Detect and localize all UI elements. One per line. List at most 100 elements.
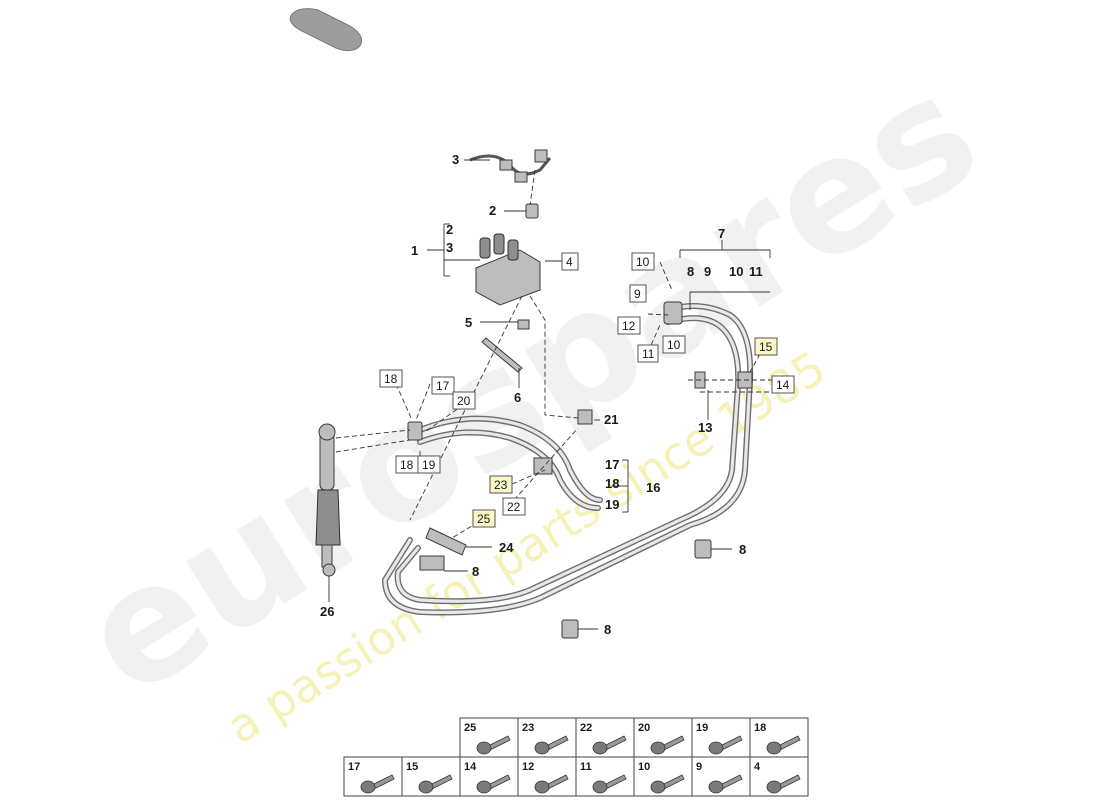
callout-11: 11 [749,264,763,279]
legend-number: 9 [696,761,702,773]
legend-cell-23: 23 [517,717,577,758]
callout-box-4 [561,252,579,271]
bolt-icon [418,774,453,794]
callout-25: 25 [477,512,491,526]
callout-17: 17 [436,379,450,393]
callout-3: 3 [452,152,459,167]
callout-19: 19 [605,497,619,512]
callout-box-11 [637,344,659,363]
legend-number: 4 [754,761,761,773]
legend-number: 17 [348,761,360,773]
callout-3: 3 [446,240,453,255]
callout-labels: 3 2 2 3 1 4 5 6 7 8 9 10 11 10 9 12 11 1… [320,152,795,637]
legend-number: 25 [464,722,476,734]
bolt-icon [650,735,685,755]
callout-1: 1 [411,243,418,258]
callout-box-18 [379,369,403,388]
watermark-brand: eurospares [51,38,1008,733]
legend-number: 11 [580,761,592,773]
callout-6: 6 [514,390,521,405]
bracket-part [517,319,530,330]
legend-cell-17: 17 [343,756,403,797]
callout-23: 23 [494,478,508,492]
callout-22: 22 [507,500,521,514]
callout-17: 17 [605,457,619,472]
callout-21: 21 [604,412,618,427]
callout-box-10 [631,252,655,271]
legend-cell-14: 14 [459,756,519,797]
callout-box-12 [617,316,641,335]
callout-box-23 [489,475,513,494]
callout-2: 2 [446,222,453,237]
callout-box-22 [502,497,526,516]
callout-8: 8 [472,564,479,579]
callout-16: 16 [646,480,660,495]
callout-box-17 [431,376,455,395]
bolt-icon [708,735,743,755]
callout-24: 24 [499,540,514,555]
holder-part [419,527,712,639]
legend-cell-19: 19 [691,717,751,758]
legend-cell-12: 12 [517,756,577,797]
callout-18: 18 [384,372,398,386]
dashed-guides [335,169,780,539]
legend-cell-9: 9 [691,756,751,797]
legend-cell-18: 18 [749,717,809,758]
callout-7: 7 [718,226,725,241]
legend-cell-10: 10 [633,756,693,797]
callout-8: 8 [739,542,746,557]
callout-20: 20 [457,394,471,408]
legend-number: 18 [754,722,766,734]
callout-13: 13 [698,420,712,435]
legend-number: 10 [638,761,650,773]
bolt-icon [766,735,801,755]
leader-lines [328,159,771,630]
callout-19: 19 [422,458,436,472]
callout-4: 4 [566,255,573,269]
callout-14: 14 [776,378,790,392]
legend-cell-4: 4 [749,756,809,797]
bolt-icon [534,774,569,794]
callout-10: 10 [667,338,681,352]
callout-26: 26 [320,604,334,619]
legend-number: 14 [464,761,477,773]
callout-box-14 [771,375,795,394]
wiring-harness-part [469,149,552,183]
bolt-icon [650,774,685,794]
legend-cell-11: 11 [575,756,635,797]
callout-box-19 [417,455,441,474]
callout-5: 5 [465,315,472,330]
bolt-icon [592,735,627,755]
callout-18: 18 [605,476,619,491]
legend-number: 19 [696,722,708,734]
bolt-icon [592,774,627,794]
callout-9: 9 [634,287,641,301]
callout-12: 12 [622,319,636,333]
callout-box-15 [754,337,778,356]
callout-11: 11 [642,347,655,361]
watermark: eurospares a passion for parts since 198… [51,38,1008,755]
callout-8: 8 [604,622,611,637]
callout-9: 9 [704,264,711,279]
legend-number: 23 [522,722,534,734]
callout-15: 15 [759,340,773,354]
callout-18: 18 [400,458,414,472]
connector-part [525,203,539,219]
valve-block-part [475,233,541,306]
callout-2: 2 [489,203,496,218]
bolt-icon [766,774,801,794]
rod-part [481,337,523,373]
callout-8: 8 [687,264,694,279]
legend-cell-25: 25 [459,717,519,758]
legend-number: 22 [580,722,592,734]
bolt-icon [534,735,569,755]
legend-cell-15: 15 [401,756,461,797]
car-silhouette-icon [289,8,363,52]
callout-box-9 [629,284,647,303]
pipe-assembly [381,303,754,616]
legend-number: 15 [406,761,418,773]
legend-number: 20 [638,722,650,734]
bolt-icon [476,735,511,755]
